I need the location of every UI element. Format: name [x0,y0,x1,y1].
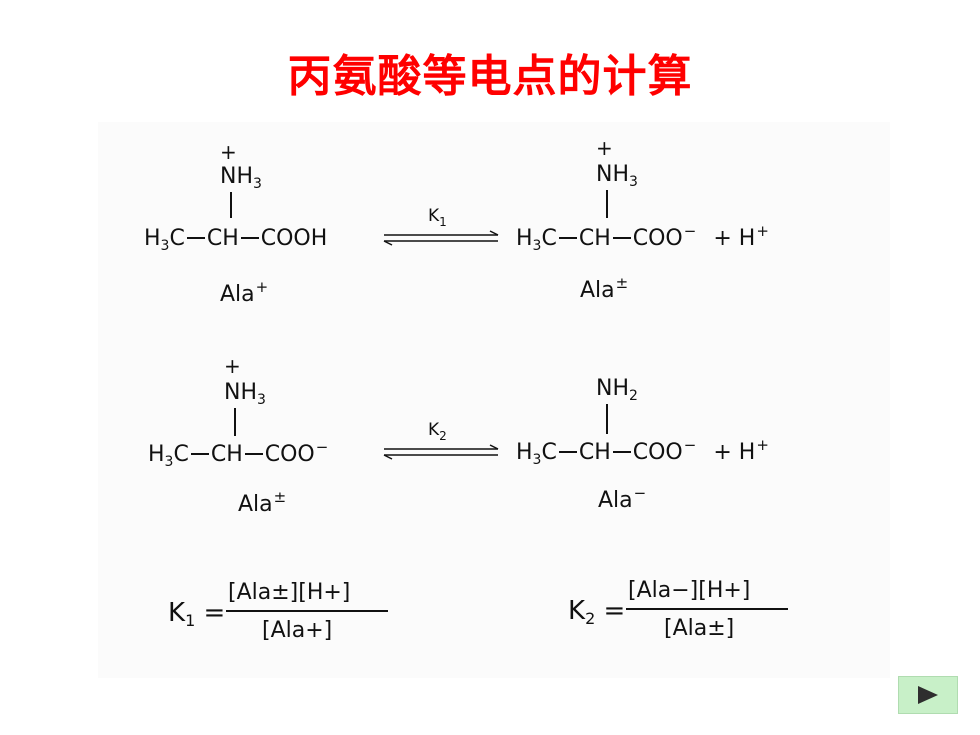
r1-right-charge: + [596,136,613,160]
k2-symbol: K2 = [568,596,626,628]
k1-denominator: [Ala+] [262,618,333,643]
play-triangle-icon [918,686,938,704]
r1-k1-label: K1 [428,206,447,229]
r2-left-charge: + [224,354,241,378]
k1-symbol: K1 = [168,598,226,630]
r1-right-bond-v [606,190,608,218]
r1-right-name: Ala± [580,274,629,303]
r1-left-charge: + [220,140,237,164]
r1-right-amine: NH3 [596,162,638,190]
r2-left-amine: NH3 [224,380,266,408]
next-slide-button[interactable] [898,676,958,714]
k2-denominator: [Ala±] [664,616,735,641]
k2-numerator: [Ala−][H+] [628,578,751,603]
r1-left-name: Ala+ [220,278,269,307]
r2-right-amine: NH2 [596,376,638,404]
slide-title: 丙氨酸等电点的计算 [287,51,693,102]
r2-equilibrium-arrow [383,444,499,460]
r2-right-bond-v [606,404,608,434]
k1-fraction-bar [226,610,388,612]
k1-numerator: [Ala±][H+] [228,580,351,605]
r1-left-amine: NH3 [220,164,262,192]
r2-k2-label: K2 [428,420,447,443]
r2-left-bond-v [234,408,236,436]
r1-equilibrium-arrow [383,230,499,246]
r1-left-bond-v [230,192,232,218]
k2-fraction-bar [626,608,788,610]
r2-right-name: Ala− [598,484,647,513]
r2-left-name: Ala± [238,488,287,517]
